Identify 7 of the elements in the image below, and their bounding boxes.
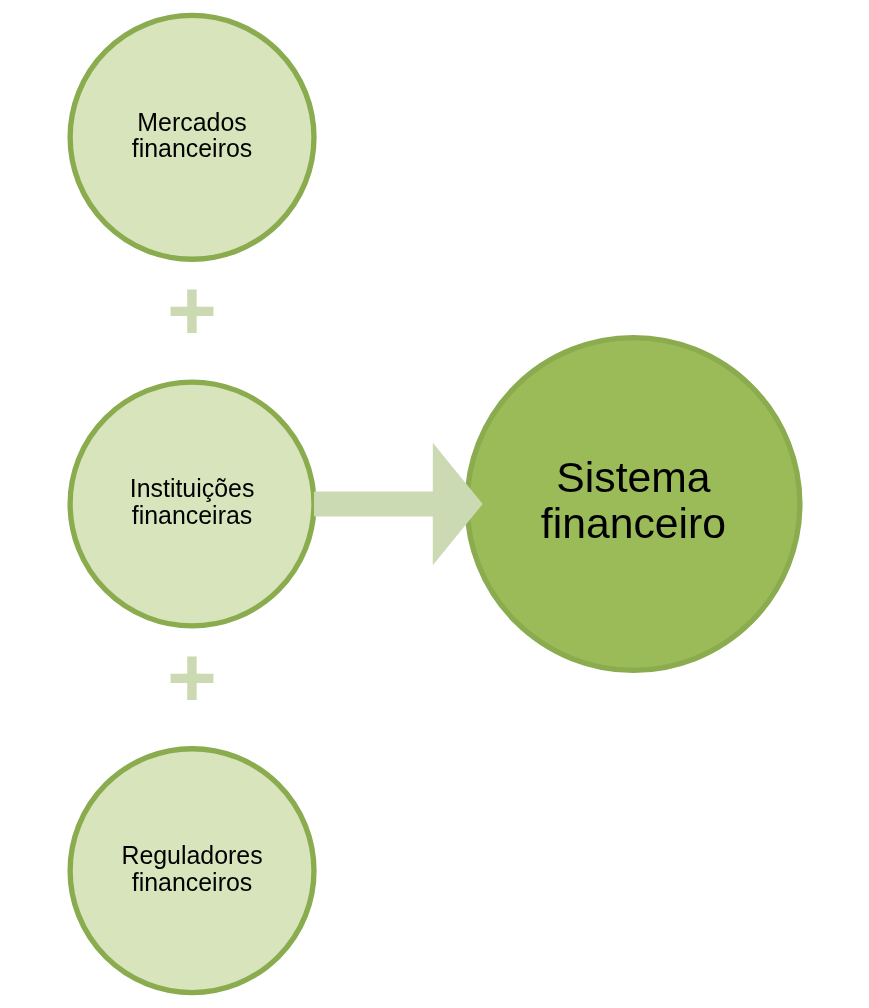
label: + — [166, 263, 217, 359]
node-circle: Sistema financeiro — [463, 334, 803, 674]
node-circle: Mercados financeiros — [66, 12, 317, 262]
arrow — [313, 442, 483, 566]
node-circle: Instituições financeiras — [66, 379, 317, 629]
node-circle: Reguladores financeiros — [66, 746, 317, 996]
label: + — [166, 629, 217, 725]
